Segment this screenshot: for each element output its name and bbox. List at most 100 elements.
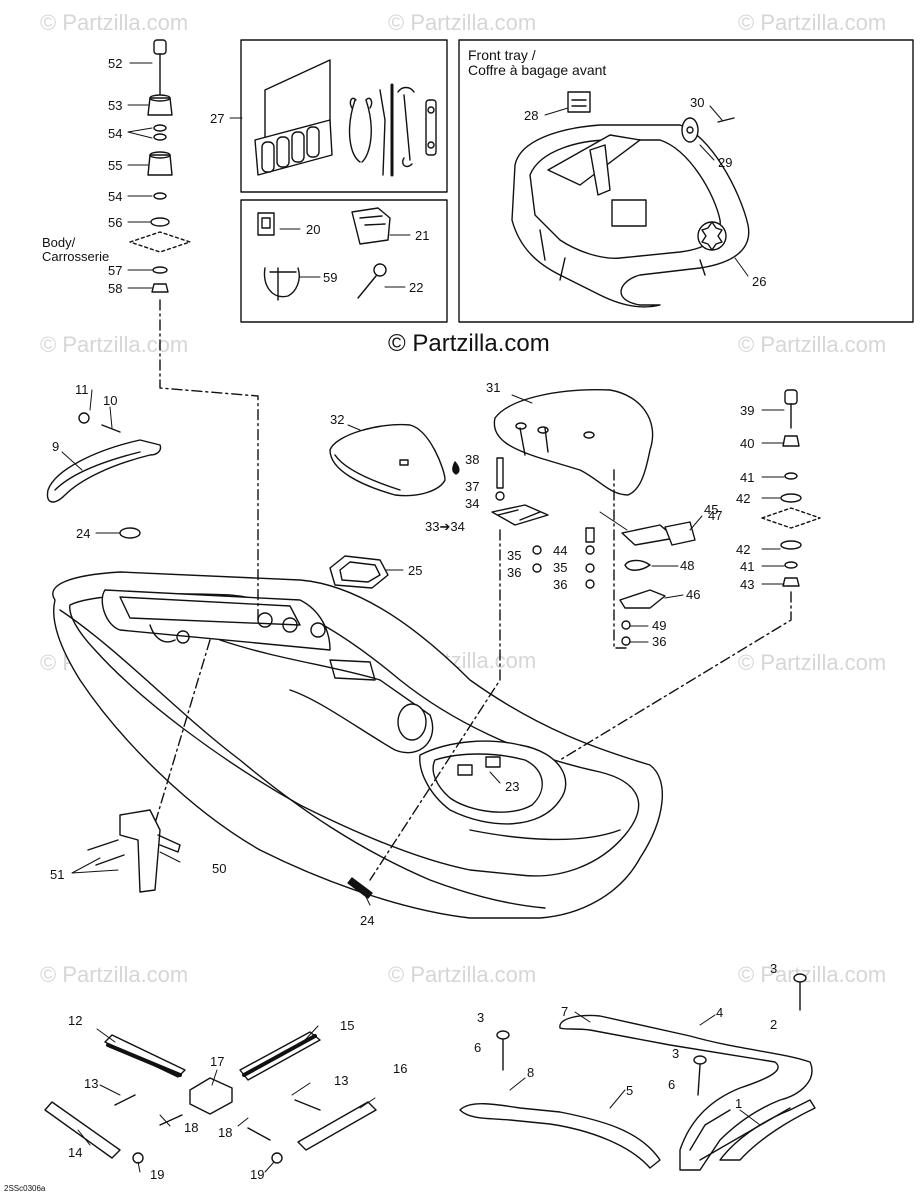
body-label: Body/ — [42, 235, 76, 250]
leader-lines — [149, 469, 627, 881]
side-rail-illustration — [46, 412, 162, 503]
storage-cover-illustration — [329, 423, 446, 497]
callout-35: 35 — [553, 560, 568, 575]
seat-illustration — [493, 389, 654, 496]
callout-29: 29 — [718, 155, 733, 170]
front-tray-frame — [458, 39, 914, 323]
callout-54: 54 — [108, 126, 123, 141]
callout-leaders — [61, 62, 785, 1173]
watermark: © Partzilla.com — [738, 10, 887, 35]
callout-50: 50 — [212, 861, 227, 876]
mount-stack-right-illustration — [761, 389, 821, 587]
corner-guards-illustration — [44, 1031, 377, 1164]
tool-kit-illustration — [254, 59, 437, 177]
watermark: © Partzilla.com — [40, 10, 189, 35]
callout-13: 13 — [334, 1073, 349, 1088]
callout-37: 37 — [465, 479, 480, 494]
watermark: © Partzilla.com — [388, 10, 537, 35]
callout-58: 58 — [108, 281, 123, 296]
callout-35: 35 — [507, 548, 522, 563]
watermark: © Partzilla.com — [388, 962, 537, 987]
callout-3: 3 — [770, 961, 778, 976]
callout-18: 18 — [218, 1125, 233, 1140]
callout-49: 49 — [652, 618, 667, 633]
callout-17: 17 — [210, 1054, 225, 1069]
callout-55: 55 — [108, 158, 123, 173]
callout-41: 41 — [740, 559, 755, 574]
callout-44: 44 — [553, 543, 568, 558]
deck-mats-illustration — [459, 973, 816, 1171]
watermark: © Partzilla.com — [40, 962, 189, 987]
callout-31: 31 — [486, 380, 501, 395]
figure-code: 2SSc0306a — [4, 1184, 46, 1193]
callout-30: 30 — [690, 95, 705, 110]
bracket-illustration — [87, 809, 181, 893]
callout-26: 26 — [752, 274, 767, 289]
callout-11: 11 — [75, 382, 89, 397]
callout-14: 14 — [68, 1145, 83, 1160]
callout-52: 52 — [108, 56, 123, 71]
callout-19: 19 — [250, 1167, 265, 1182]
callout-12: 12 — [68, 1013, 83, 1028]
callout-38: 38 — [465, 452, 480, 467]
callout-28: 28 — [524, 108, 539, 123]
callout-13: 13 — [84, 1076, 99, 1091]
callout-47: 47 — [708, 508, 723, 523]
callout-7: 7 — [561, 1004, 569, 1019]
callout-43: 43 — [740, 577, 755, 592]
callout-34: 34 — [465, 496, 480, 511]
callout-46: 46 — [686, 587, 701, 602]
mount-stack-left-illustration — [129, 39, 191, 293]
watermark: © Partzilla.com — [738, 332, 887, 357]
callout-45: 45 — [704, 502, 719, 517]
callout-8: 8 — [527, 1065, 535, 1080]
callout-19: 19 — [150, 1167, 165, 1182]
callout-36: 36 — [652, 634, 667, 649]
callout-20: 20 — [306, 222, 321, 237]
watermark: © Partzilla.com — [40, 332, 189, 357]
adhesive-drop-icon — [452, 461, 460, 475]
callout-6: 6 — [474, 1040, 482, 1055]
callout-33-34: 33➔34 — [425, 519, 465, 534]
callout-18: 18 — [184, 1120, 199, 1135]
callout-9: 9 — [52, 439, 60, 454]
callout-1: 1 — [735, 1096, 743, 1111]
callout-22: 22 — [409, 280, 424, 295]
callout-57: 57 — [108, 263, 123, 278]
mount-leader-line-right — [559, 591, 792, 761]
callout-16: 16 — [393, 1061, 408, 1076]
callout-4: 4 — [716, 1005, 724, 1020]
callout-36: 36 — [553, 577, 568, 592]
callout-48: 48 — [680, 558, 695, 573]
watermark: © Partzilla.com — [738, 962, 887, 987]
fastener-kit-illustration — [257, 207, 391, 301]
callout-25: 25 — [408, 563, 423, 578]
front-tray-title: Front tray / — [468, 47, 536, 63]
callout-54: 54 — [108, 189, 123, 204]
callout-51: 51 — [50, 867, 65, 882]
hull-body-illustration — [52, 571, 663, 919]
callout-42: 42 — [736, 542, 751, 557]
callout-10: 10 — [103, 393, 118, 408]
callout-36: 36 — [507, 565, 522, 580]
grommet-24 — [119, 527, 141, 539]
tool-kit-frame — [240, 39, 448, 193]
callout-39: 39 — [740, 403, 755, 418]
callout-3: 3 — [672, 1046, 680, 1061]
callout-27: 27 — [210, 111, 225, 126]
callout-21: 21 — [415, 228, 430, 243]
pad-24 — [347, 877, 373, 899]
callout-2: 2 — [770, 1017, 778, 1032]
copyright-notice: © Partzilla.com — [388, 330, 550, 357]
vent-cover-illustration — [329, 555, 389, 589]
callout-15: 15 — [340, 1018, 355, 1033]
front-tray-subtitle: Coffre à bagage avant — [468, 62, 607, 78]
callout-3: 3 — [477, 1010, 485, 1025]
small-parts-frame — [240, 199, 448, 323]
watermark: © Partzilla.com — [738, 650, 887, 675]
callout-59: 59 — [323, 270, 338, 285]
front-tray-illustration — [511, 91, 750, 308]
callout-24: 24 — [360, 913, 375, 928]
callout-32: 32 — [330, 412, 345, 427]
